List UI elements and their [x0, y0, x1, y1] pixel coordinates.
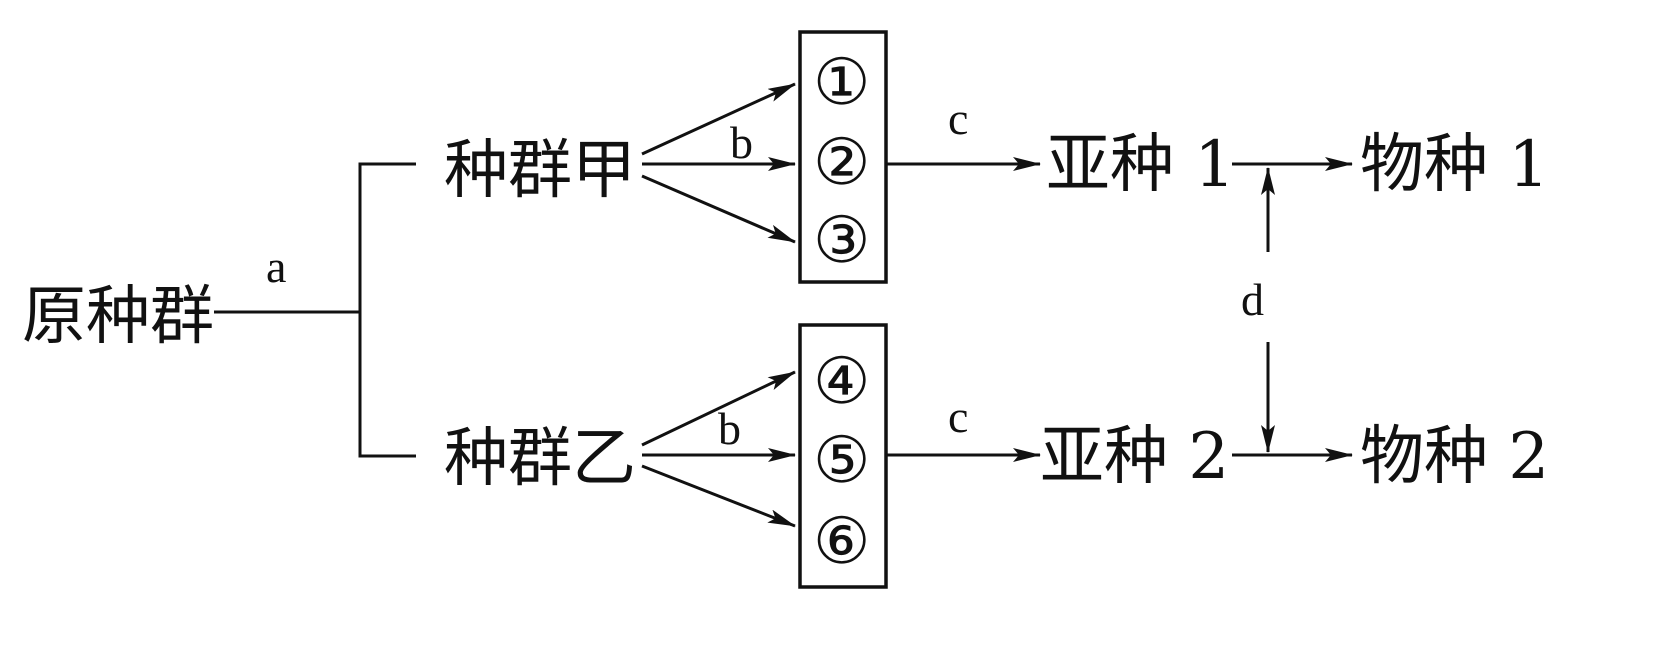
- arrow-pop-a-to-1: [641, 82, 796, 156]
- label-d: d: [1241, 274, 1264, 325]
- original-population-label: 原种群: [22, 280, 214, 354]
- subspecies-1-label: 亚种 1: [1046, 128, 1235, 202]
- species-2-label: 物种 2: [1360, 420, 1549, 494]
- variation-box-top: [798, 30, 888, 284]
- circled-1: ①: [813, 46, 870, 120]
- circled-6: ⑥: [813, 505, 870, 579]
- arrow-pop-a-to-3: [641, 174, 796, 244]
- label-b-bottom: b: [718, 403, 741, 454]
- circled-4: ④: [813, 345, 870, 419]
- label-b-top: b: [730, 117, 753, 168]
- arrow-pop-b-to-6: [641, 464, 796, 528]
- population-a-label: 种群甲: [444, 134, 636, 208]
- circled-3: ③: [813, 204, 870, 278]
- label-a: a: [266, 241, 286, 292]
- label-c-bottom: c: [948, 391, 968, 442]
- label-c-top: c: [948, 93, 968, 144]
- subspecies-2-label: 亚种 2: [1040, 420, 1229, 494]
- circled-2: ②: [813, 126, 870, 200]
- variation-box-bottom: [798, 323, 888, 589]
- circled-5: ⑤: [813, 424, 870, 498]
- species-1-label: 物种 1: [1360, 128, 1549, 202]
- population-b-label: 种群乙: [444, 422, 636, 496]
- arrow-pop-b-to-4: [641, 370, 796, 447]
- branch-bracket: [358, 162, 416, 458]
